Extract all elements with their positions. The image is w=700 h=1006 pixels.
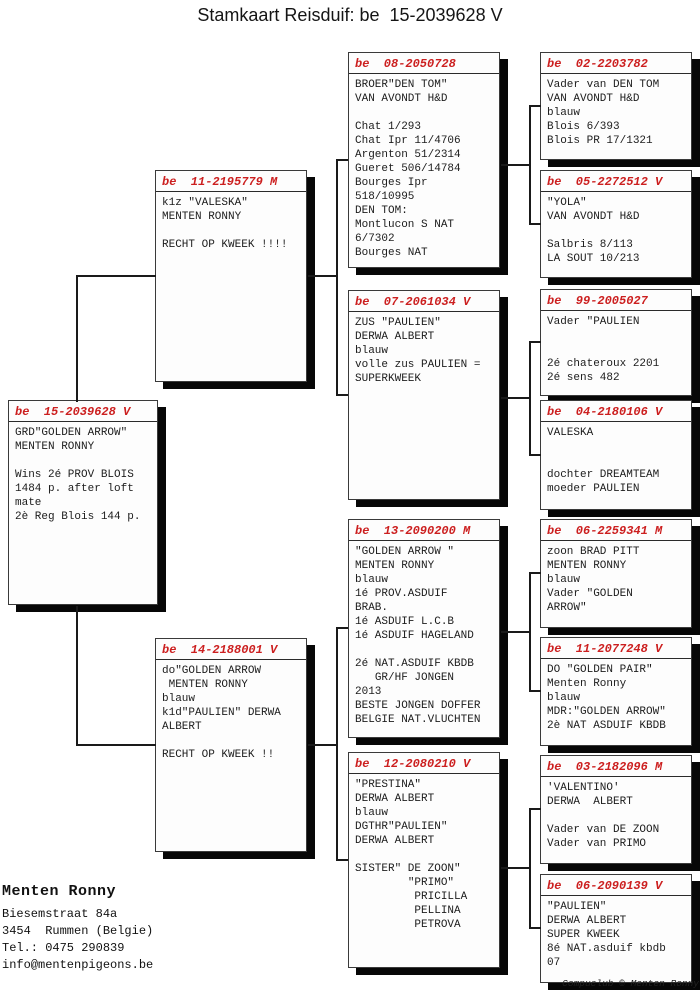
pedigree-box-gen4-3: be 99-2005027 Vader "PAULIEN 2é chaterou… — [540, 289, 692, 396]
pigeon-details: "GOLDEN ARROW " MENTEN RONNY blauw 1é PR… — [355, 546, 481, 726]
owner-address-line: 3454 Rummen (Belgie) — [2, 924, 154, 938]
pedigree-box-gen3-2: be 07-2061034 V ZUS "PAULIEN" DERWA ALBE… — [348, 290, 500, 500]
pigeon-details: DO "GOLDEN PAIR" Menten Ronny blauw MDR:… — [547, 664, 666, 732]
pigeon-details: ZUS "PAULIEN" DERWA ALBERT blauw volle z… — [355, 317, 481, 385]
pigeon-details: "PRESTINA" DERWA ALBERT blauw DGTHR"PAUL… — [355, 779, 468, 931]
pedigree-box-gen4-5: be 06-2259341 M zoon BRAD PITT MENTEN RO… — [540, 519, 692, 628]
ring-number: be 08-2050728 — [349, 53, 499, 74]
connector-line — [529, 105, 541, 107]
ring-number: be 04-2180106 V — [541, 401, 691, 422]
page-title: Stamkaart Reisduif: be 15-2039628 V — [197, 5, 503, 25]
pedigree-box-gen4-8: be 06-2090139 V "PAULIEN" DERWA ALBERT S… — [540, 874, 692, 983]
pigeon-details: VALESKA dochter DREAMTEAM moeder PAULIEN — [547, 427, 660, 495]
connector-line — [529, 808, 541, 810]
ring-number: be 06-2090139 V — [541, 875, 691, 896]
ring-number: be 06-2259341 M — [541, 520, 691, 541]
ring-number: be 14-2188001 V — [156, 639, 306, 660]
connector-line — [501, 164, 531, 166]
connector-line — [529, 223, 541, 225]
pigeon-details: do"GOLDEN ARROW MENTEN RONNY blauw k1d"P… — [162, 665, 281, 761]
connector-line — [336, 394, 348, 396]
ring-number: be 13-2090200 M — [349, 520, 499, 541]
pedigree-box-gen1-subject: be 15-2039628 V GRD"GOLDEN ARROW" MENTEN… — [8, 400, 158, 605]
pigeon-details: 'VALENTINO' DERWA ALBERT Vader van DE ZO… — [547, 782, 660, 850]
connector-line — [529, 105, 531, 225]
owner-block: Menten Ronny Biesemstraat 84a 3454 Rumme… — [2, 883, 153, 974]
connector-line — [529, 572, 531, 692]
pedigree-box-gen4-2: be 05-2272512 V "YOLA" VAN AVONDT H&D Sa… — [540, 170, 692, 278]
pigeon-details: "PAULIEN" DERWA ALBERT SUPER KWEEK 8é NA… — [547, 901, 666, 969]
ring-number: be 07-2061034 V — [349, 291, 499, 312]
connector-line — [308, 744, 338, 746]
connector-line — [336, 859, 348, 861]
pigeon-details: GRD"GOLDEN ARROW" MENTEN RONNY Wins 2é P… — [15, 427, 141, 523]
pigeon-details: Vader "PAULIEN 2é chateroux 2201 2é sens… — [547, 316, 660, 384]
pigeon-details: zoon BRAD PITT MENTEN RONNY blauw Vader … — [547, 546, 640, 614]
connector-line — [501, 867, 531, 869]
owner-phone: Tel.: 0475 290839 — [2, 941, 125, 955]
connector-line — [529, 808, 531, 929]
pedigree-box-gen3-4: be 12-2080210 V "PRESTINA" DERWA ALBERT … — [348, 752, 500, 968]
owner-address-line: Biesemstraat 84a — [2, 907, 118, 921]
connector-line — [529, 341, 541, 343]
ring-number: be 05-2272512 V — [541, 171, 691, 192]
connector-line — [501, 631, 531, 633]
connector-line — [336, 627, 338, 861]
pedigree-box-gen4-6: be 11-2077248 V DO "GOLDEN PAIR" Menten … — [540, 637, 692, 746]
connector-line — [529, 927, 541, 929]
owner-email: info@mentenpigeons.be — [2, 958, 154, 972]
connector-line — [76, 744, 156, 746]
ring-number: be 11-2195779 M — [156, 171, 306, 192]
pigeon-details: BROER"DEN TOM" VAN AVONDT H&D Chat 1/293… — [355, 79, 461, 259]
pedigree-box-gen3-3: be 13-2090200 M "GOLDEN ARROW " MENTEN R… — [348, 519, 500, 738]
pigeon-details: k1z "VALESKA" MENTEN RONNY RECHT OP KWEE… — [162, 197, 288, 251]
pedigree-box-gen4-4: be 04-2180106 V VALESKA dochter DREAMTEA… — [540, 400, 692, 510]
connector-line — [308, 275, 338, 277]
connector-line — [76, 275, 156, 277]
pedigree-box-gen2-sire: be 11-2195779 M k1z "VALESKA" MENTEN RON… — [155, 170, 307, 382]
connector-line — [336, 159, 348, 161]
connector-line — [529, 690, 541, 692]
connector-line — [76, 275, 78, 402]
pedigree-box-gen4-1: be 02-2203782 Vader van DEN TOM VAN AVON… — [540, 52, 692, 160]
ring-number: be 99-2005027 — [541, 290, 691, 311]
connector-line — [529, 341, 531, 456]
ring-number: be 02-2203782 — [541, 53, 691, 74]
pigeon-details: Vader van DEN TOM VAN AVONDT H&D blauw B… — [547, 79, 660, 147]
connector-line — [336, 159, 338, 396]
connector-line — [336, 627, 348, 629]
ring-number: be 15-2039628 V — [9, 401, 157, 422]
pedigree-box-gen3-1: be 08-2050728 BROER"DEN TOM" VAN AVONDT … — [348, 52, 500, 268]
pigeon-details: "YOLA" VAN AVONDT H&D Salbris 8/113 LA S… — [547, 197, 640, 265]
pedigree-box-gen2-dam: be 14-2188001 V do"GOLDEN ARROW MENTEN R… — [155, 638, 307, 852]
ring-number: be 03-2182096 M — [541, 756, 691, 777]
connector-line — [76, 606, 78, 746]
connector-line — [529, 572, 541, 574]
connector-line — [529, 454, 541, 456]
pedigree-box-gen4-7: be 03-2182096 M 'VALENTINO' DERWA ALBERT… — [540, 755, 692, 864]
connector-line — [501, 397, 531, 399]
owner-name: Menten Ronny — [2, 883, 117, 900]
software-credit: Compuclub © Menten Ronny — [562, 978, 699, 989]
ring-number: be 12-2080210 V — [349, 753, 499, 774]
ring-number: be 11-2077248 V — [541, 638, 691, 659]
